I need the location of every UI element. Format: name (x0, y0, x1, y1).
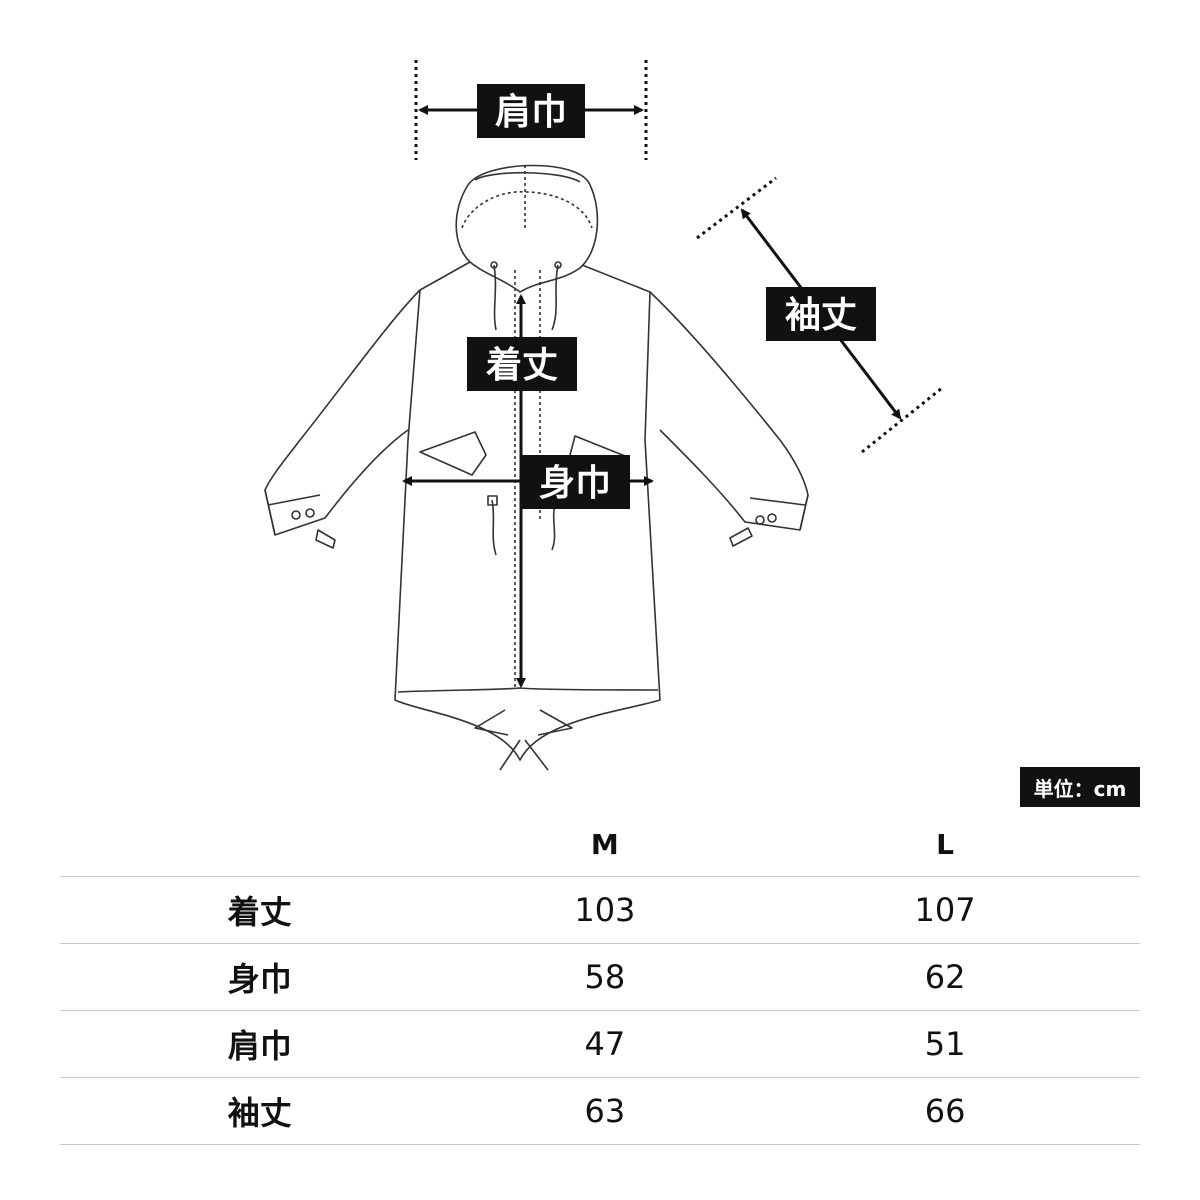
body-length-measure: 着丈 (467, 294, 577, 688)
coat-body (394, 261, 661, 761)
body-length-label-bg (467, 337, 577, 391)
sleeve-label-bg (766, 287, 876, 341)
cell-value: 51 (750, 1010, 1140, 1078)
left-sleeve (264, 289, 421, 536)
chest-measure: 身巾 (402, 455, 654, 509)
shoulder-label-bg (477, 84, 585, 138)
table-row: 袖丈 63 66 (60, 1077, 1140, 1145)
cell-value: 58 (459, 943, 751, 1011)
coat-measurement-diagram: 肩巾 着丈 身巾 袖丈 (264, 60, 943, 771)
chest-label: 身巾 (539, 463, 611, 504)
table-row: 肩巾 47 51 (60, 1010, 1140, 1078)
cell-value: 103 (459, 876, 751, 944)
row-label: 着丈 (60, 876, 460, 944)
chest-label-bg (520, 455, 630, 509)
body-length-label: 着丈 (486, 345, 558, 386)
cell-value: 62 (750, 943, 1140, 1011)
header-size-m: M (590, 827, 619, 861)
cell-value: 47 (459, 1010, 751, 1078)
row-label: 肩巾 (60, 1010, 460, 1078)
cell-value: 107 (750, 876, 1140, 944)
row-label: 身巾 (60, 943, 460, 1011)
row-label: 袖丈 (60, 1077, 460, 1145)
header-empty (60, 812, 460, 877)
cell-value: 63 (459, 1077, 751, 1145)
right-sleeve (649, 291, 809, 531)
sleeve-label: 袖丈 (785, 295, 857, 336)
table-row: 着丈 103 107 (60, 876, 1140, 944)
header-size-l: L (936, 827, 954, 861)
size-table: M L 着丈 103 107 身巾 58 62 肩巾 47 51 袖丈 63 6… (60, 812, 1140, 1145)
shoulder-label: 肩巾 (495, 91, 567, 133)
table-row: 身巾 58 62 (60, 943, 1140, 1011)
table-header-row: M L (60, 812, 1140, 877)
hood (455, 164, 599, 293)
left-pocket-flap (419, 431, 487, 476)
cell-value: 66 (750, 1077, 1140, 1145)
sleeve-measure: 袖丈 (696, 176, 943, 454)
shoulder-measure: 肩巾 (414, 60, 648, 160)
unit-badge: 単位：cm (1020, 767, 1140, 807)
